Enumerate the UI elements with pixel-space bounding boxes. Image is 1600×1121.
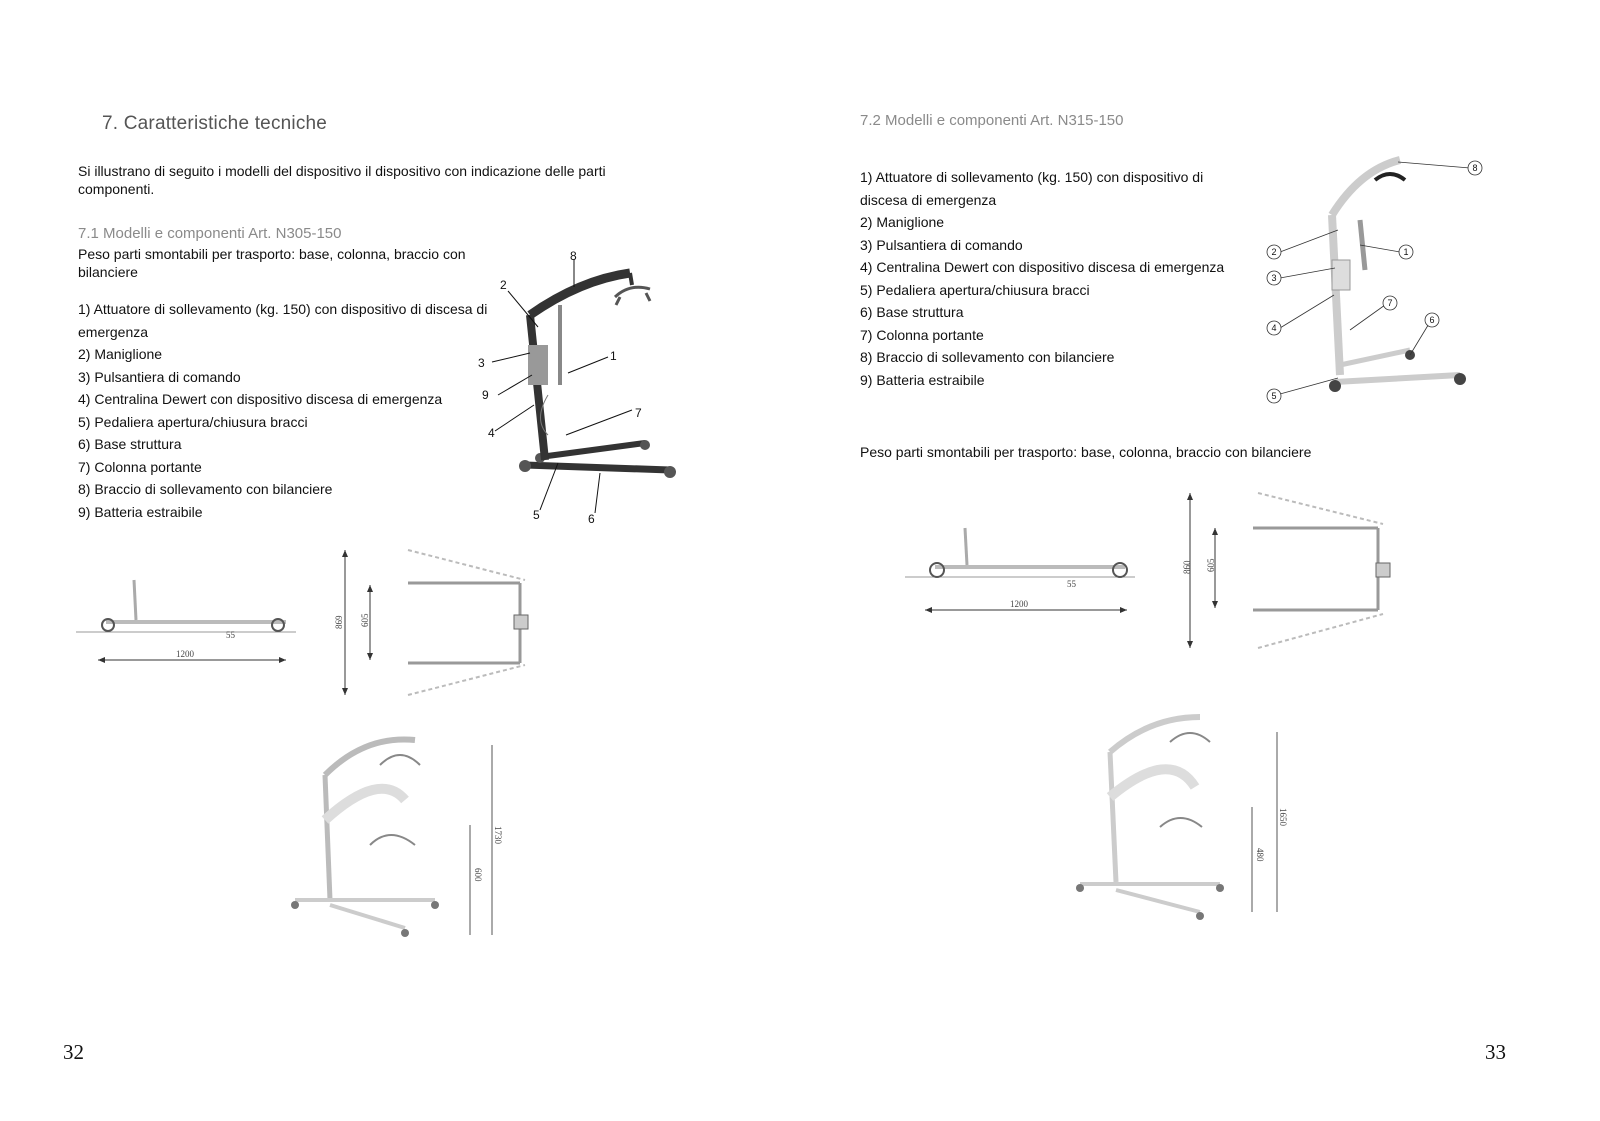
list-item: 2) Maniglione [860,214,945,230]
page-number: 32 [63,1040,84,1064]
patient-lift-diagram: 1 2 3 4 5 6 7 8 [1266,156,1483,404]
callout-6: 6 [588,512,595,526]
callout-7: 7 [635,406,642,420]
dim-length: 1200 [1010,599,1029,609]
callout-1: 1 [1403,247,1408,257]
weight-note: Peso parti smontabili per trasporto: bas… [78,246,466,280]
top-view-drawing: 869 605 [334,549,529,696]
dim-inner: 605 [360,613,370,627]
callout-2: 2 [500,278,507,292]
callout-8: 8 [1472,163,1477,173]
list-item: 7) Colonna portante [860,326,984,343]
callout-3: 3 [1271,273,1276,283]
dim-inner: 605 [1206,558,1216,572]
callout-2: 2 [1271,247,1276,257]
page-left: 7. Caratteristiche tecniche Si illustran… [63,113,676,1064]
components-list: 1) Attuatore di sollevamento (kg. 150) c… [78,298,498,523]
list-item: 9) Batteria estraibile [78,503,203,520]
dim-low: 600 [473,868,483,882]
side-view-drawing: 1200 55 [76,579,296,663]
callout-5: 5 [1271,391,1276,401]
dim-low: 480 [1255,848,1265,862]
callout-4: 4 [488,426,495,440]
dim-height: 1730 [493,826,503,845]
callout-4: 4 [1271,323,1276,333]
list-item: 4) Centralina Dewert con dispositivo dis… [78,391,443,407]
callout-7: 7 [1387,298,1392,308]
subsection-title: 7.2 Modelli e componenti Art. N315-150 [860,112,1124,129]
list-item: 2) Maniglione [78,346,163,362]
dim-outer: 869 [334,615,344,629]
callout-5: 5 [533,508,540,522]
callout-8: 8 [570,249,577,263]
list-item: 4) Centralina Dewert con dispositivo dis… [860,259,1225,275]
callout-1: 1 [610,349,617,363]
callout-6: 6 [1429,315,1434,325]
list-item: 6) Base struttura [860,304,964,320]
page-number: 33 [1485,1040,1506,1064]
intro-paragraph: Si illustrano di seguito i modelli del d… [78,163,606,197]
components-list: 1) Attuatore di sollevamento (kg. 150) c… [860,166,1230,391]
list-item: 8) Braccio di sollevamento con bilancier… [860,349,1115,365]
height-view-drawing: 1730 600 [291,736,503,937]
weight-note: Peso parti smontabili per trasporto: bas… [860,444,1312,460]
dim-outer: 860 [1182,560,1192,574]
list-item: 1) Attuatore di sollevamento (kg. 150) c… [860,169,1204,208]
list-item: 7) Colonna portante [78,458,202,475]
top-view-drawing: 860 605 [1182,492,1391,649]
list-item: 3) Pulsantiera di comando [78,368,241,385]
list-item: 1) Attuatore di sollevamento (kg. 150) c… [78,301,488,340]
section-title: 7. Caratteristiche tecniche [102,113,328,134]
patient-lift-diagram: 1 2 3 4 5 6 7 8 9 [478,249,676,526]
side-view-drawing: 1200 55 [905,527,1135,613]
dim-clearance: 55 [226,630,236,640]
list-item: 9) Batteria estraibile [860,371,985,388]
dim-length: 1200 [176,649,195,659]
list-item: 3) Pulsantiera di comando [860,236,1023,253]
page-right: 7.2 Modelli e componenti Art. N315-150 1… [800,0,1600,1121]
subsection-title: 7.1 Modelli e componenti Art. N305-150 [78,225,342,242]
dim-clearance: 55 [1067,579,1077,589]
dim-height: 1650 [1278,808,1288,827]
callout-9: 9 [482,388,489,402]
list-item: 6) Base struttura [78,436,182,452]
height-view-drawing: 1650 480 [1076,714,1288,920]
list-item: 5) Pedaliera apertura/chiusura bracci [78,413,308,430]
list-item: 8) Braccio di sollevamento con bilancier… [78,481,333,497]
list-item: 5) Pedaliera apertura/chiusura bracci [860,281,1090,298]
callout-3: 3 [478,356,485,370]
